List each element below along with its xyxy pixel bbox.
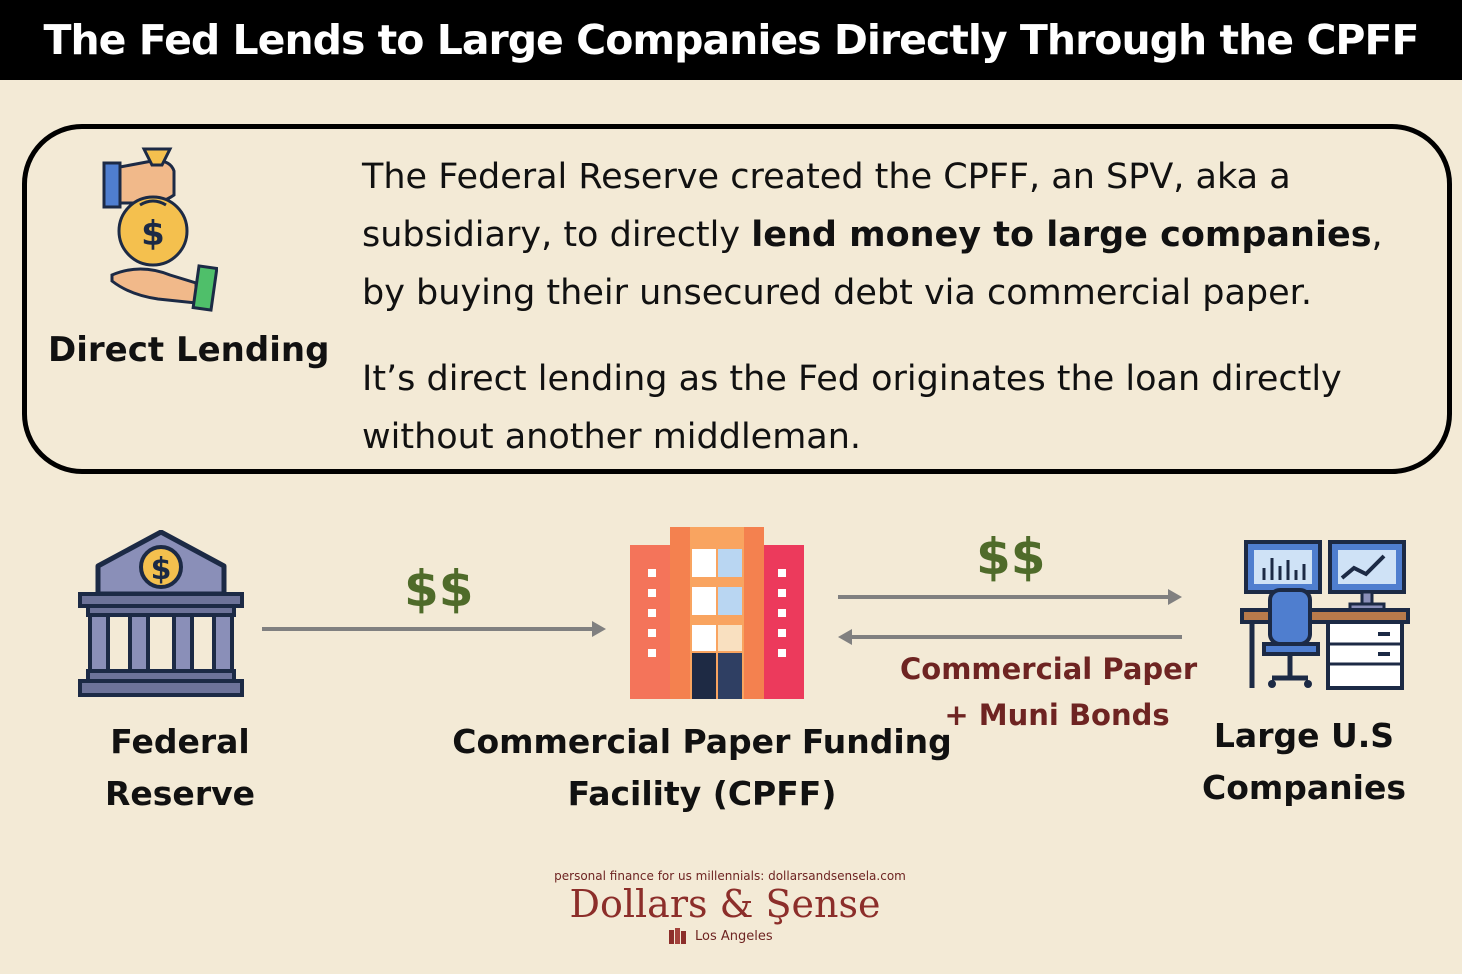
brand-logo-text: Dollars & Şense: [569, 882, 881, 926]
large-companies-label: Large U.S Companies: [1202, 716, 1406, 807]
brand-tagline: personal finance for us millennials: dol…: [554, 869, 906, 883]
money-label-cpff-companies: $$: [976, 528, 1046, 586]
muni-bonds-label: + Muni Bonds: [944, 698, 1170, 732]
para1-text-end: , by buying their unsecured debt via com…: [362, 215, 1383, 313]
para1-text: The Federal Reserve created the CPFF, an…: [362, 157, 1291, 255]
money-label-fed-cpff: $$: [404, 560, 474, 618]
federal-reserve-label: Federal Reserve: [105, 722, 255, 813]
bank-building-icon: $: [78, 530, 244, 697]
office-desk-icon: [1240, 540, 1410, 690]
brand-location-text: Los Angeles: [695, 928, 773, 944]
svg-text:$: $: [141, 214, 165, 254]
svg-text:$: $: [151, 552, 172, 587]
office-building-icon: [630, 527, 804, 699]
brand-location: Los Angeles: [668, 928, 773, 944]
commercial-paper-label: Commercial Paper: [900, 652, 1198, 686]
direct-lending-label: Direct Lending: [48, 330, 330, 370]
para1-bold-text: lend money to large companies: [751, 215, 1372, 255]
page-title: The Fed Lends to Large Companies Directl…: [0, 0, 1462, 80]
info-paragraph-1: The Federal Reserve created the CPFF, an…: [362, 148, 1432, 322]
books-icon: [669, 928, 686, 944]
arrow-fed-to-cpff: [262, 621, 606, 637]
info-paragraph-2: It’s direct lending as the Fed originate…: [362, 359, 1342, 457]
arrow-cpff-to-companies: [838, 589, 1182, 605]
info-box: [22, 124, 1452, 474]
cpff-label: Commercial Paper Funding Facility (CPFF): [452, 722, 952, 813]
money-bag-hand-icon: $: [102, 147, 218, 312]
arrow-companies-to-cpff: [838, 629, 1182, 645]
